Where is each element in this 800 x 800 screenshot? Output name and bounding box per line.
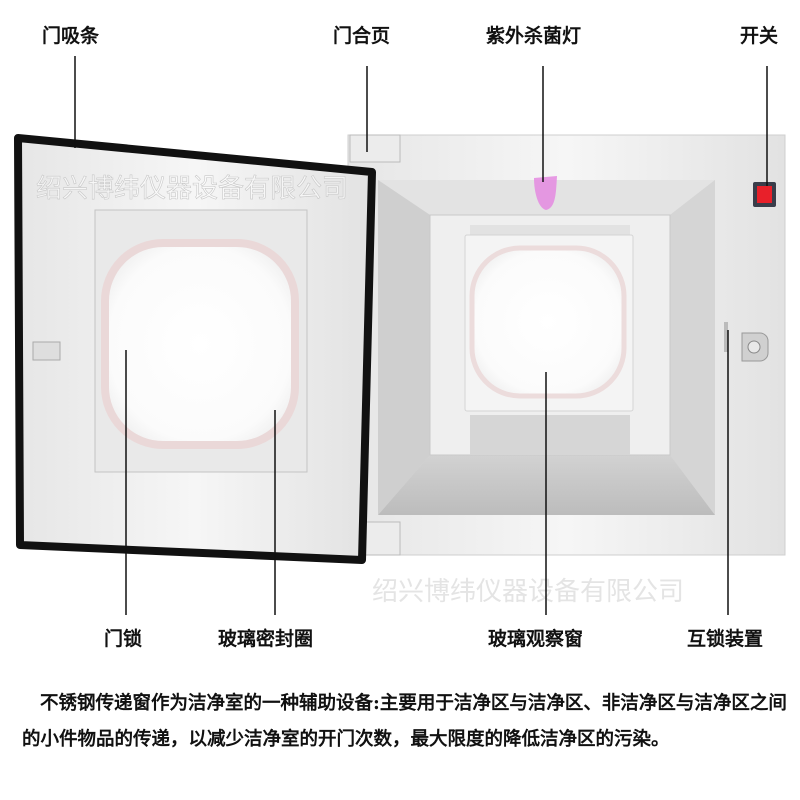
label-interlock: 互锁装置 bbox=[687, 627, 763, 650]
label-uv-lamp: 紫外杀菌灯 bbox=[486, 24, 581, 47]
interlock-device bbox=[724, 322, 769, 362]
door-lock[interactable] bbox=[32, 341, 61, 361]
uv-lamp-icon bbox=[534, 176, 557, 210]
label-door-lock: 门锁 bbox=[104, 627, 142, 650]
watermark-top: 绍兴博纬仪器设备有限公司 bbox=[36, 174, 348, 204]
open-door bbox=[14, 134, 376, 564]
door-hinge-top bbox=[349, 134, 401, 163]
label-door-hinge: 门合页 bbox=[333, 24, 390, 47]
switch-rocker-icon bbox=[757, 186, 772, 203]
label-switch: 开关 bbox=[740, 24, 778, 47]
label-observation-window: 玻璃观察窗 bbox=[488, 627, 583, 650]
cabinet-body bbox=[347, 134, 786, 556]
label-glass-seal: 玻璃密封圈 bbox=[218, 627, 313, 650]
watermark-bottom: 绍兴博纬仪器设备有限公司 bbox=[372, 577, 684, 607]
glass-seal-ring bbox=[101, 239, 299, 449]
description-text: 不锈钢传递窗作为洁净室的一种辅助设备:主要用于洁净区与洁净区、非洁净区与洁净区之… bbox=[22, 693, 787, 750]
label-door-strip: 门吸条 bbox=[42, 24, 100, 47]
observation-window bbox=[469, 245, 627, 399]
leader-lines bbox=[74, 56, 768, 615]
